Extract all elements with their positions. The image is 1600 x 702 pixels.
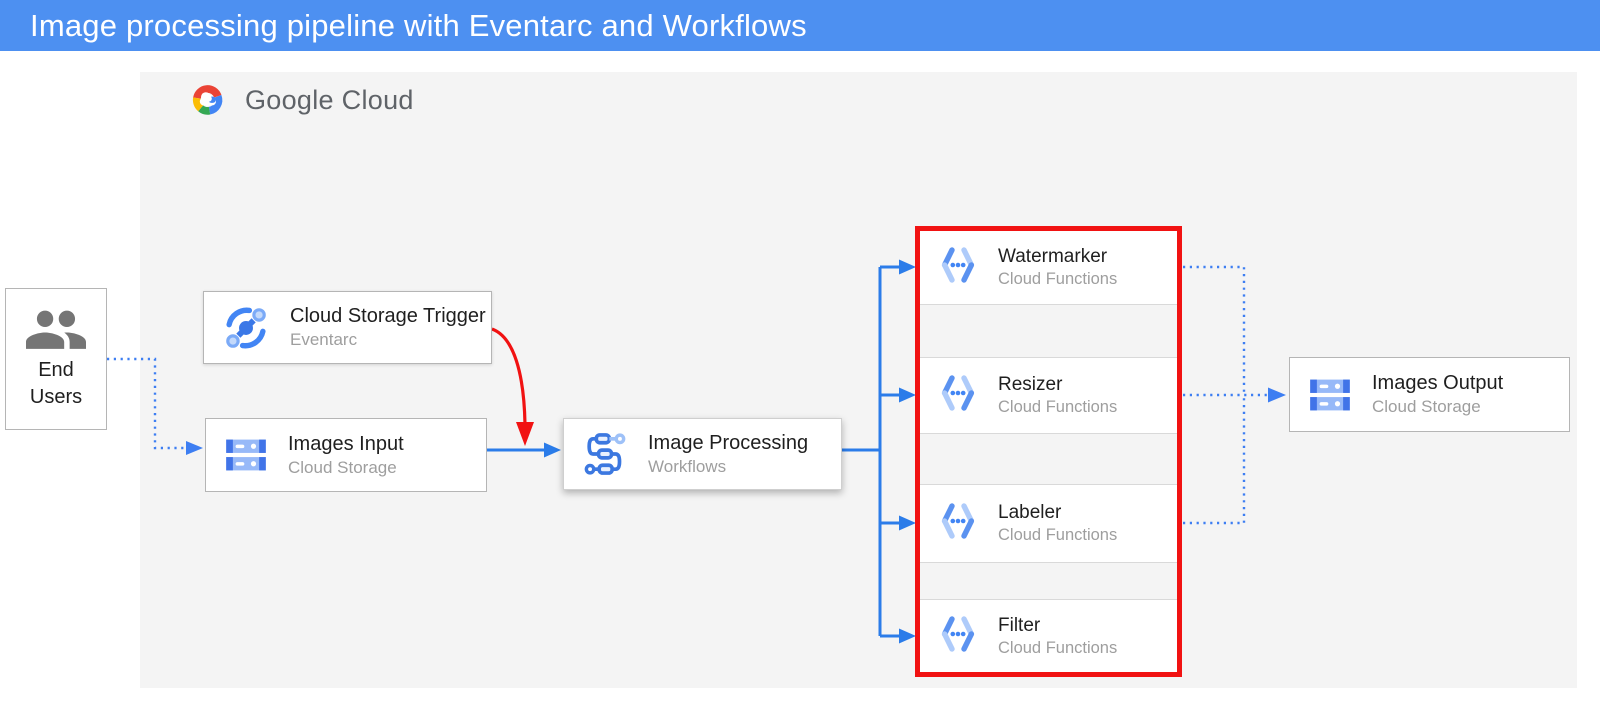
images-output-node: Images Output Cloud Storage <box>1289 357 1570 432</box>
node-title: Labeler <box>998 502 1062 523</box>
end-users-label-line1: End <box>38 359 74 381</box>
node-title: Cloud Storage Trigger <box>290 305 486 327</box>
header-bar: Image processing pipeline with Eventarc … <box>0 0 1600 51</box>
end-users-node: End Users <box>5 288 107 430</box>
cloud-storage-icon <box>1305 370 1355 420</box>
google-cloud-logo: Google Cloud <box>188 82 414 118</box>
node-subtitle: Cloud Functions <box>998 398 1118 416</box>
function-row-labeler: Labeler Cloud Functions <box>920 485 1177 562</box>
end-users-label: End Users <box>30 357 82 411</box>
trigger-event-red-arrow-curve <box>491 327 527 425</box>
watermarker-output-dotted-line <box>1183 265 1246 395</box>
node-title: Resizer <box>998 374 1063 395</box>
trigger-event-red-arrowhead <box>516 422 534 446</box>
cloud-functions-icon <box>934 497 982 550</box>
cloud-functions-icon <box>934 241 982 294</box>
eventarc-icon <box>219 301 273 355</box>
functions-group-gap <box>920 433 1177 485</box>
node-subtitle: Cloud Storage <box>288 457 397 477</box>
end-users-to-input-dotted-line <box>107 357 186 450</box>
cloud-storage-trigger-node: Cloud Storage Trigger Eventarc <box>203 291 492 364</box>
workflows-icon <box>579 428 631 480</box>
cloud-functions-icon <box>934 369 982 422</box>
function-row-filter: Filter Cloud Functions <box>920 600 1177 672</box>
functions-to-output-arrowhead <box>1268 387 1286 403</box>
node-subtitle: Cloud Functions <box>998 638 1118 657</box>
node-subtitle: Cloud Storage <box>1372 397 1481 416</box>
google-cloud-icon <box>192 85 223 115</box>
people-icon <box>26 310 86 349</box>
google-cloud-logo-text: Google Cloud <box>245 84 414 115</box>
functions-group-gap <box>920 562 1177 600</box>
cloud-functions-icon <box>934 610 982 663</box>
branch-arrowhead-filter <box>899 628 916 644</box>
functions-group-gap <box>920 304 1177 358</box>
branch-arrowhead-watermarker <box>899 259 916 275</box>
image-processing-node: Image Processing Workflows <box>563 418 842 490</box>
images-input-node: Images Input Cloud Storage <box>205 418 487 492</box>
page-title: Image processing pipeline with Eventarc … <box>30 7 807 43</box>
node-title: Images Output <box>1372 372 1504 394</box>
functions-group-red-box: Watermarker Cloud Functions Resizer Clou… <box>915 226 1182 677</box>
node-subtitle: Eventarc <box>290 330 358 349</box>
branch-arrowhead-resizer <box>899 387 916 403</box>
input-to-processing-arrowhead <box>544 442 561 458</box>
node-title: Watermarker <box>998 246 1108 267</box>
node-subtitle: Cloud Functions <box>998 270 1118 288</box>
labeler-output-dotted-line <box>1183 395 1246 525</box>
end-users-label-line2: Users <box>29 386 83 408</box>
node-subtitle: Workflows <box>648 456 727 476</box>
node-subtitle: Cloud Functions <box>998 526 1118 544</box>
branch-arrowhead-labeler <box>899 515 916 531</box>
cloud-storage-icon <box>221 430 271 480</box>
function-row-watermarker: Watermarker Cloud Functions <box>920 231 1177 304</box>
node-title: Images Input <box>288 432 404 455</box>
node-title: Filter <box>998 614 1041 636</box>
node-title: Image Processing <box>648 431 809 454</box>
end-users-to-input-arrowhead <box>186 441 203 455</box>
function-row-resizer: Resizer Cloud Functions <box>920 358 1177 433</box>
